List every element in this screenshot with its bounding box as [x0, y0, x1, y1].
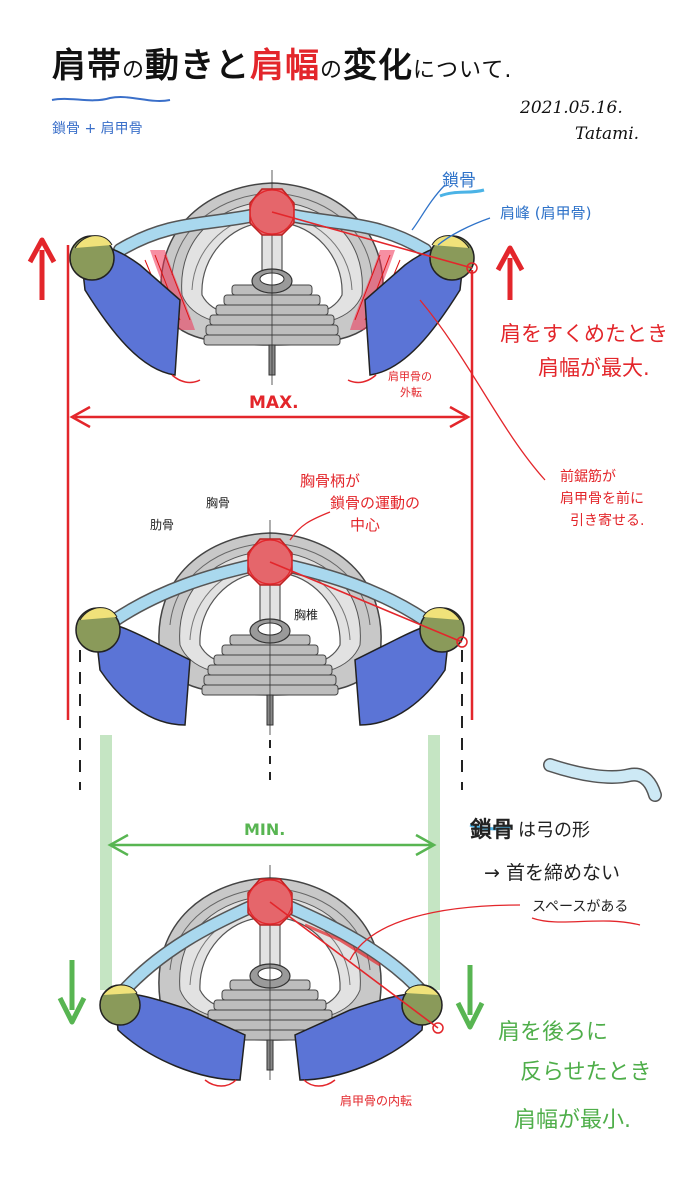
label-manubrium-3: 中心 [350, 516, 381, 534]
clavicle-right-middle [279, 559, 431, 626]
label-manubrium-1: 胸骨柄が [300, 472, 361, 490]
label-retract-2: 反らせたとき [520, 1060, 652, 1085]
label-serratus-1: 前鋸筋が [560, 469, 616, 485]
scapula-right-bottom [294, 992, 426, 1081]
subtitle: 鎖骨 + 肩甲骨 [52, 121, 143, 137]
title-part-5: の [320, 58, 344, 83]
label-bow-4: スペースがある [532, 899, 629, 915]
clavicle-left-bottom [114, 899, 261, 1001]
label-scapula-abduction-1: 肩甲骨の [388, 370, 432, 383]
title-part-2: の [122, 58, 146, 83]
clavicle-right-bottom [279, 899, 431, 1001]
label-rib: 肋骨 [150, 518, 175, 532]
title-part-1: 肩帯 [52, 46, 122, 86]
title-part-6: 変化 [343, 46, 414, 86]
min-guide-right [428, 735, 440, 990]
label-sternum: 胸骨 [206, 496, 231, 510]
label-adduction: 肩甲骨の内転 [340, 1094, 413, 1108]
label-thoracic: 胸椎 [294, 608, 319, 622]
label-serratus-2: 肩甲骨を前に [560, 491, 644, 507]
min-guide-left [100, 735, 112, 990]
date: 2021.05.16. [520, 98, 623, 118]
label-bow-2: は弓の形 [518, 820, 590, 841]
page-title: 肩帯の動きと肩幅の変化について. [52, 38, 512, 87]
clavicle-left-middle [109, 559, 261, 626]
label-bow-3: → 首を締めない [484, 862, 620, 884]
label-serratus-3: 引き寄せる. [570, 513, 645, 529]
scapula-left-bottom [114, 992, 246, 1081]
max-label: MAX. [249, 393, 299, 413]
label-shrug-2: 肩幅が最大. [538, 356, 650, 380]
title-part-4: 肩幅 [250, 46, 321, 86]
title-part-7: について. [413, 58, 513, 83]
label-manubrium-2: 鎖骨の運動の [330, 494, 421, 512]
label-acromion: 肩峰 (肩甲骨) [500, 204, 592, 222]
title-part-3: 動きと [145, 46, 251, 86]
min-label: MIN. [244, 820, 285, 839]
label-shrug-1: 肩をすくめたとき [500, 322, 668, 346]
label-clavicle: 鎖骨 [442, 171, 476, 191]
label-retract-1: 肩を後ろに [498, 1020, 609, 1045]
label-bow-1: 鎖骨 [470, 818, 515, 843]
label-retract-3: 肩幅が最小. [514, 1108, 631, 1133]
label-scapula-abduction-2: 外転 [400, 386, 422, 399]
acromion-marker-bottom [432, 1022, 444, 1034]
author-signature: Tatami. [575, 124, 640, 144]
acromion-marker-middle [456, 636, 468, 648]
